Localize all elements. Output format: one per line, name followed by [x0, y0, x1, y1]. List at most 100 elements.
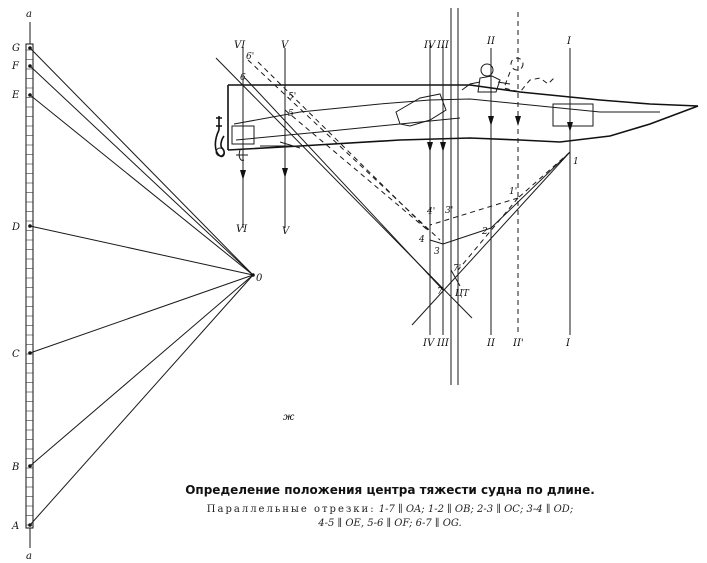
station-labels-bottom: VI V IV III II II' I	[236, 224, 571, 349]
arrow-iii	[440, 142, 446, 152]
station-bottom-i: I	[565, 338, 571, 349]
string-1-2	[490, 151, 571, 229]
label-7-prime: 7'	[453, 264, 461, 274]
force-arrows	[240, 116, 573, 180]
station-bottom-v: V	[282, 226, 291, 237]
string-2-3	[442, 227, 492, 245]
label-5: 5	[288, 109, 294, 119]
caption-pair-1: 1-7 ∥ OA;	[378, 504, 425, 515]
arrow-v	[282, 168, 288, 178]
station-labels-top: VI V IV III II I	[234, 36, 572, 51]
station-bottom-ii-prime: II'	[512, 338, 524, 349]
rudder-fitting	[236, 149, 248, 161]
scale-axis-label-bottom: a	[26, 551, 32, 562]
caption-pair-7: 6-7 ∥ OG.	[415, 518, 462, 529]
dash-line-2	[257, 61, 431, 233]
funicular-polygon	[215, 57, 571, 326]
windshield	[461, 81, 481, 91]
caption-pair-3: 2-3 ∥ OC;	[477, 504, 524, 515]
string-3-4	[429, 239, 444, 245]
ray-od	[29, 225, 254, 276]
arrow-iv	[427, 142, 433, 152]
station-bottom-ii: II	[486, 338, 496, 349]
label-6: 6	[240, 73, 246, 83]
polygon-point-labels: 6' 5' 5 6 1 1' 2 3 3' 4 4' 7 7' ЦТ	[240, 52, 579, 299]
label-2: 2	[481, 227, 488, 237]
station-bottom-iv: IV	[422, 338, 436, 349]
stern-strut	[260, 141, 301, 149]
ray-of	[29, 65, 254, 276]
scale-point-e: E	[11, 90, 20, 101]
ray-ob	[29, 274, 254, 467]
station-bottom-iii: III	[436, 338, 450, 349]
force-scale: a a G F E D C B A	[11, 9, 34, 562]
ray-oe	[29, 94, 254, 276]
driver-arm	[497, 81, 511, 85]
outboard-motor	[214, 116, 225, 158]
scale-point-b: B	[11, 462, 19, 473]
cg-marker-a	[450, 269, 461, 287]
label-5-prime: 5'	[288, 92, 296, 102]
caption-pair-2: 1-2 ∥ OB;	[427, 504, 474, 515]
station-top-vi: VI	[234, 40, 246, 51]
boat-inner-sheer	[233, 98, 660, 125]
dash-line-1	[247, 59, 441, 241]
label-3-prime: 3'	[445, 206, 453, 216]
caption-title: Определение положения центра тяжести суд…	[185, 483, 595, 497]
propeller	[215, 147, 225, 157]
arrow-i	[567, 122, 573, 132]
pole-point	[251, 273, 255, 277]
dash-line-3	[284, 109, 431, 233]
station-top-i: I	[566, 36, 572, 47]
caption-pair-4: 3-4 ∥ OD;	[526, 504, 574, 515]
ray-oa	[29, 274, 254, 526]
label-7: 7	[437, 287, 443, 297]
pole-rays: 0	[29, 47, 263, 526]
boat-keel-line	[227, 105, 699, 151]
dash-line-4	[517, 151, 571, 199]
label-4: 4	[418, 235, 425, 245]
forward-compartment	[552, 103, 594, 127]
seat-block	[395, 93, 447, 127]
station-bottom-vi: VI	[236, 224, 248, 235]
station-top-iii: III	[436, 40, 450, 51]
driver-head	[480, 63, 494, 77]
string-line-solid-3	[411, 151, 571, 326]
arrow-ii-prime	[515, 116, 521, 126]
ray-og	[29, 47, 254, 276]
station-top-iv: IV	[423, 40, 437, 51]
scale-point-d: D	[11, 222, 20, 233]
caption-pair-5: 4-5 ∥ OE,	[318, 518, 365, 529]
station-top-ii: II	[486, 36, 496, 47]
scale-point-a: A	[11, 521, 19, 532]
label-3: 3	[434, 247, 440, 257]
string-line-solid-2	[244, 77, 444, 291]
passenger-head	[510, 57, 524, 71]
station-top-v: V	[281, 40, 290, 51]
driver-body	[477, 75, 501, 93]
passenger-body	[503, 71, 557, 93]
station-lines	[242, 8, 571, 385]
dash-line-5	[429, 197, 519, 226]
scale-axis-label-top: a	[26, 9, 32, 20]
label-6-prime: 6'	[246, 52, 254, 62]
label-cg: ЦТ	[455, 289, 470, 299]
label-4-prime: 4'	[426, 207, 435, 217]
label-1-prime: 1'	[509, 187, 517, 197]
scale-point-c: C	[12, 349, 20, 360]
pole-label: 0	[256, 273, 263, 284]
arrow-ii	[488, 116, 494, 126]
string-line-solid-1	[215, 57, 473, 319]
boat-deck-line	[228, 84, 699, 107]
ray-oc	[29, 274, 254, 354]
scale-point-f: F	[11, 61, 20, 72]
label-1: 1	[573, 157, 579, 167]
arrow-vi	[240, 170, 246, 180]
caption-lead: Параллельные отрезки:	[206, 504, 376, 515]
dash-line-6	[457, 197, 519, 271]
caption-pair-6: 5-6 ∥ OF;	[367, 518, 413, 529]
stray-mark: ж	[283, 412, 295, 423]
caption-text: Параллельные отрезки: 1-7 ∥ OA; 1-2 ∥ OB…	[150, 503, 630, 531]
scale-point-g: G	[12, 43, 20, 54]
